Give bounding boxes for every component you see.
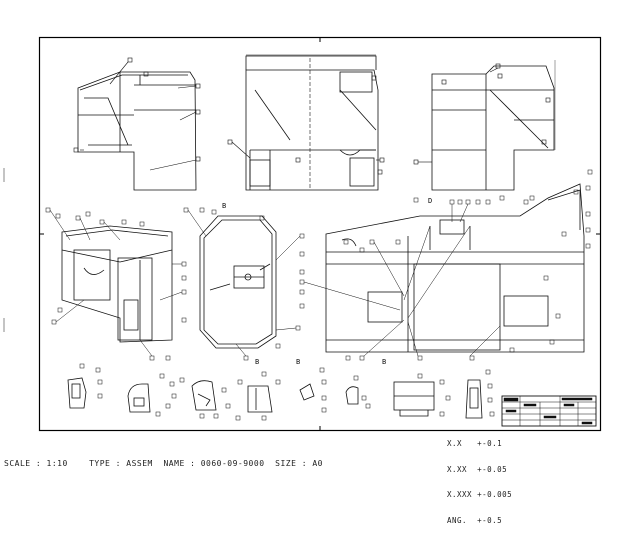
callout-letter: B <box>222 202 226 210</box>
callout-letter: B <box>382 358 386 366</box>
view-top-left <box>73 57 201 191</box>
view-middle-left <box>45 207 187 361</box>
drawing-sheet: B D B B B <box>3 36 602 432</box>
view-middle-right <box>299 169 593 361</box>
title-block <box>501 395 597 427</box>
drawing-footer-info: SCALE : 1:10 TYPE : ASSEM NAME : 0060-09… <box>4 459 323 468</box>
detail-views <box>67 363 495 421</box>
callout-letter: B <box>255 358 259 366</box>
view-middle-center <box>183 207 305 361</box>
callout-letters: B D B B B <box>222 197 432 366</box>
tolerance-line: ANG. +-0.5 <box>447 515 503 525</box>
view-top-right <box>413 60 556 191</box>
tolerance-block: X.X +-0.1 X.XX +-0.05 X.XXX +-0.005 ANG.… <box>447 423 512 534</box>
view-top-center <box>227 54 385 191</box>
drawing-border <box>3 36 602 432</box>
tolerance-line: X.XX +-0.05 <box>447 464 508 474</box>
tolerance-line: X.X +-0.1 <box>447 439 503 448</box>
tolerance-line: X.XXX +-0.005 <box>447 490 513 499</box>
callout-letter: D <box>428 197 432 205</box>
callout-letter: B <box>296 358 300 366</box>
